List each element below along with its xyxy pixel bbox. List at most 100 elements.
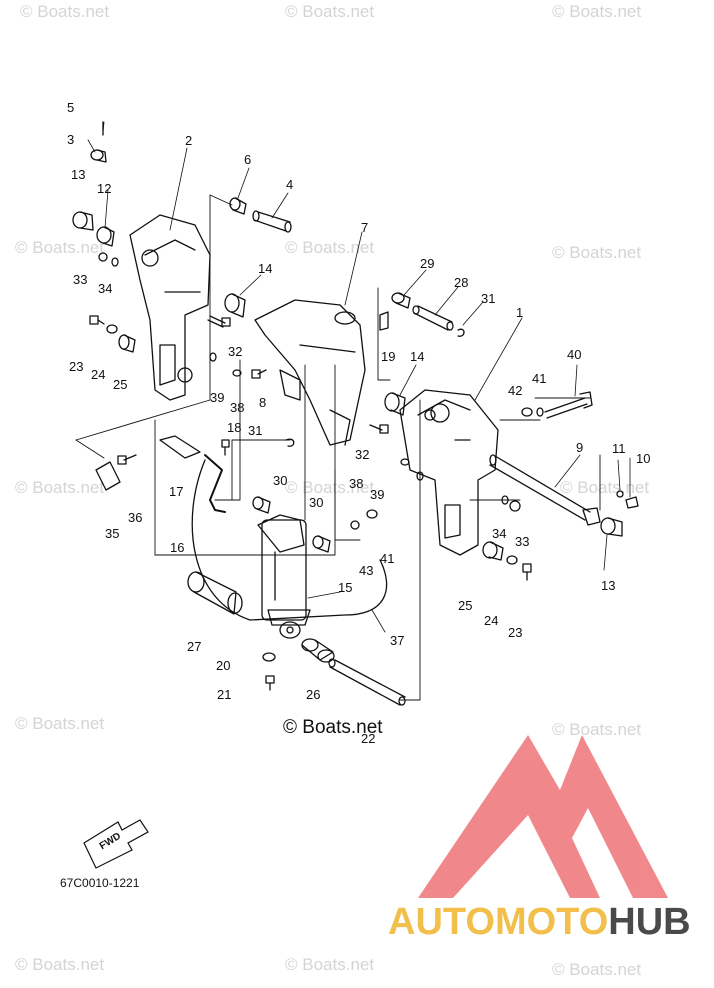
watermark: © Boats.net (285, 955, 375, 974)
bushing-13-right (600, 517, 623, 537)
hose (191, 459, 388, 621)
washer-41-lower (366, 509, 378, 519)
callout-26: 26 (306, 687, 321, 702)
callout-34-right: 34 (492, 526, 507, 541)
callout-41-upper: 41 (532, 371, 547, 386)
bolt-32-upper (207, 315, 231, 328)
washer-34-left (111, 257, 119, 267)
bushing-14-lower (384, 392, 406, 416)
washer-38-right (400, 458, 410, 466)
watermark: © Boats.net (285, 238, 375, 257)
callout-21: 21 (217, 687, 232, 702)
bushing-25-right (482, 541, 504, 561)
callout-42: 42 (508, 383, 523, 398)
callout-29: 29 (420, 256, 435, 271)
pin-4 (252, 210, 292, 233)
nut-43 (350, 520, 360, 530)
washer-38-left (232, 369, 242, 377)
screw-23-left (89, 315, 105, 325)
washer-11 (616, 490, 624, 498)
bolt-10 (625, 496, 639, 509)
brand-wordmark-part2: HUB (608, 901, 691, 943)
callout-12: 12 (97, 181, 112, 196)
screw-36 (117, 454, 137, 465)
bushing-14-upper (224, 293, 246, 318)
callout-43: 43 (359, 563, 374, 578)
watermark: © Boats.net (15, 955, 105, 974)
washer-41-upper (536, 407, 544, 417)
callout-31-lower: 31 (248, 423, 263, 438)
washer-39-right (416, 471, 424, 481)
watermark: © Boats.net (552, 960, 642, 979)
watermark: © Boats.net (285, 2, 375, 21)
washer-20 (262, 652, 276, 662)
callout-37: 37 (390, 633, 405, 648)
watermark: © Boats.net (552, 243, 642, 262)
callout-23-left: 23 (69, 359, 84, 374)
callout-13-right: 13 (601, 578, 616, 593)
callout-32-lower: 32 (355, 447, 370, 462)
nut-33-left (98, 252, 108, 262)
clip-31-upper (457, 328, 465, 337)
watermark: © Boats.net (15, 238, 105, 257)
callout-3: 3 (67, 132, 75, 147)
watermark: © Boats.net (285, 478, 375, 497)
brand-logo-mark (418, 735, 668, 898)
callout-30-left: 30 (273, 473, 288, 488)
callout-33-left: 33 (73, 272, 88, 287)
bracket-16 (204, 454, 226, 513)
screw-23-right (522, 563, 532, 581)
callout-32-upper: 32 (228, 344, 243, 359)
bolt-32-lower (369, 424, 389, 434)
leader-lines (87, 121, 631, 633)
watermark: © Boats.net (552, 720, 642, 739)
watermark: © Boats.net (15, 478, 105, 497)
washer-24-left (106, 324, 118, 334)
pin-28 (412, 305, 454, 331)
callout-19: 19 (381, 349, 396, 364)
callout-24-left: 24 (91, 367, 106, 382)
callout-39-right: 39 (370, 487, 385, 502)
bushing-26 (301, 638, 335, 663)
washer-34-right (501, 495, 509, 505)
tilt-cylinder (257, 514, 311, 639)
callout-2: 2 (185, 133, 193, 148)
bushing-12 (96, 226, 115, 247)
brand-wordmark: AUTOMOTOHUB (388, 902, 691, 942)
callout-16: 16 (170, 540, 185, 555)
bushing-27 (187, 571, 243, 615)
callout-40: 40 (567, 347, 582, 362)
callout-41-lower: 41 (380, 551, 395, 566)
callout-24-right: 24 (484, 613, 499, 628)
callout-9: 9 (576, 440, 584, 455)
bushing-30-right (312, 535, 331, 553)
callout-8: 8 (259, 395, 267, 410)
callout-5: 5 (67, 100, 75, 115)
clip-31-lower (285, 438, 295, 447)
callout-7: 7 (361, 220, 369, 235)
callout-20: 20 (216, 658, 231, 673)
watermark: © Boats.net (552, 2, 642, 21)
watermark: © Boats.net (15, 714, 105, 733)
clamp-bracket-left (129, 214, 211, 401)
callout-38-right: 38 (349, 476, 364, 491)
callout-13-left: 13 (71, 167, 86, 182)
callout-18: 18 (227, 420, 242, 435)
swivel-bracket (254, 299, 366, 446)
plate-17 (159, 435, 201, 459)
callout-31-upper: 31 (481, 291, 496, 306)
callout-33-right: 33 (515, 534, 530, 549)
brand-wordmark-part1: AUTOMOTO (388, 901, 609, 943)
bushing-25-left (118, 334, 136, 353)
callout-25-left: 25 (113, 377, 128, 392)
diagram-part-number: 67C0010-1221 (60, 876, 140, 890)
callout-14-upper: 14 (258, 261, 273, 276)
callout-30-right: 30 (309, 495, 324, 510)
collar-3 (90, 149, 107, 163)
screw-21 (265, 675, 275, 691)
callout-11: 11 (612, 441, 626, 456)
callout-17: 17 (169, 484, 184, 499)
callout-1: 1 (516, 305, 524, 320)
